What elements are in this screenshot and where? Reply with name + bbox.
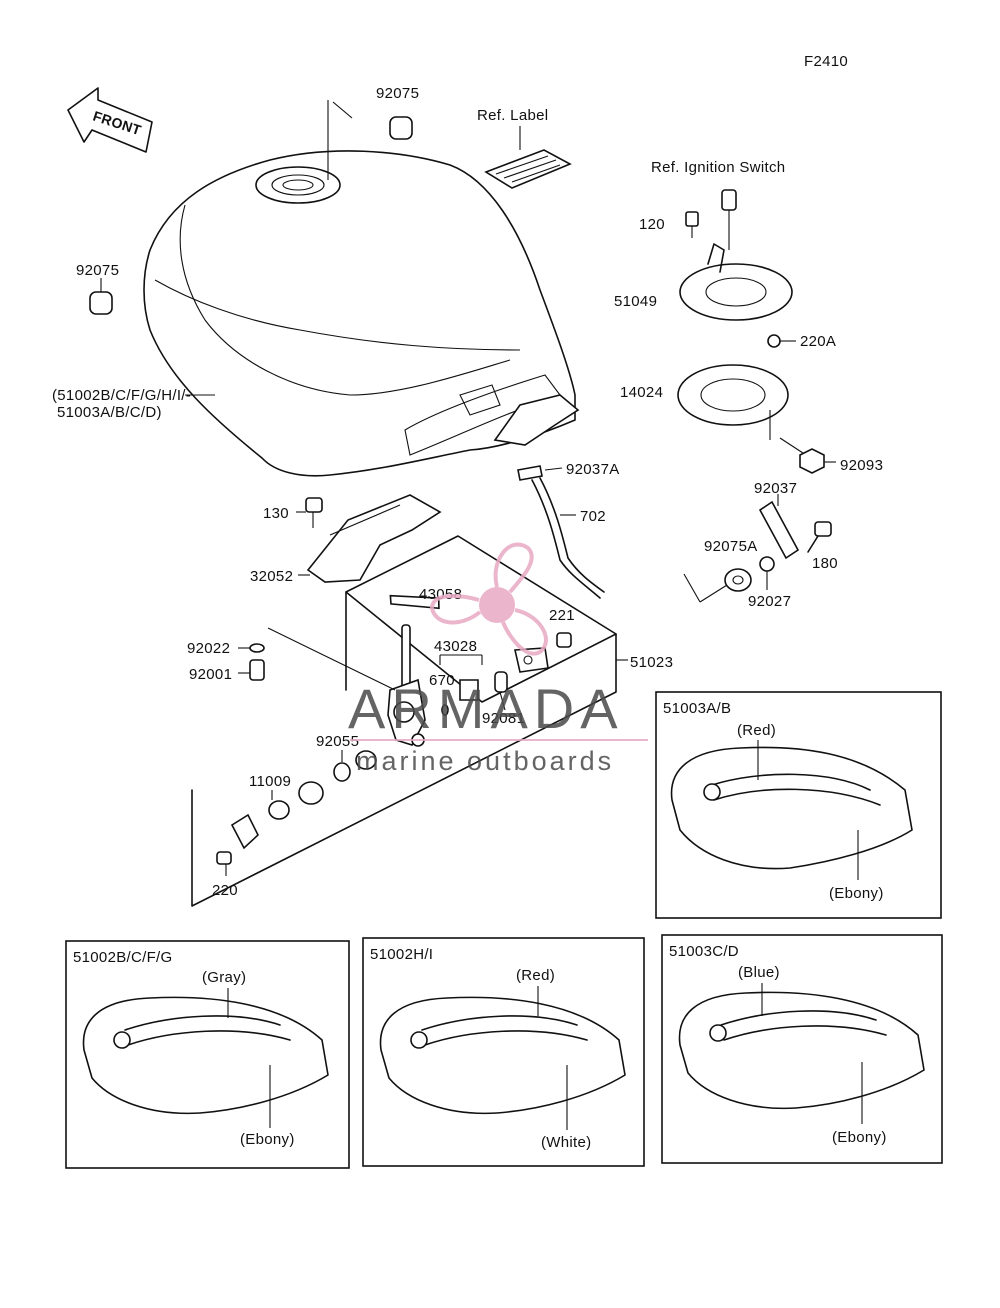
label-ref-ignition: Ref. Ignition Switch [651,159,785,176]
label-43028: 43028 [434,638,477,655]
bracket-32052 [296,494,442,583]
label-221: 221 [549,607,575,624]
watermark-tagline: marine outboards [356,746,614,776]
label-ref-label: Ref. Label [477,107,548,124]
ref-label-part [484,126,572,189]
label-92022: 92022 [187,640,230,657]
panel-code: 51002H/I [370,946,433,963]
tube-702 [517,465,605,599]
label-92001: 92001 [189,666,232,683]
label-130: 130 [263,505,289,522]
armada-watermark: ARMADA marine outboards [348,542,648,776]
cap-base-14024 [677,334,807,456]
nut-92093 [799,448,825,474]
color-panel-51003ab: 51003A/B (Red) (Ebony) [655,691,942,919]
label-51023: 51023 [630,654,673,671]
label-120: 120 [639,216,665,233]
fuel-tank-drawing [143,100,576,477]
label-tank-line2: 51003A/B/C/D) [57,404,162,421]
label-92055: 92055 [316,733,359,750]
panel-stripe-color: (Blue) [738,964,780,981]
panel-code: 51002B/C/F/G [73,949,172,966]
seal-and-screw-parts [216,750,377,876]
label-220a: 220A [800,333,836,350]
fuel-cock-inner-parts [439,632,572,716]
label-670: 670 [429,672,455,689]
panel-body-color: (Ebony) [829,885,884,902]
label-32052: 32052 [250,568,293,585]
label-92027: 92027 [748,593,791,610]
label-180: 180 [812,555,838,572]
color-panel-51002hi: 51002H/I (Red) (White) [362,937,645,1167]
label-tank-line1: (51002B/C/F/G/H/I/- [52,387,191,404]
label-92037: 92037 [754,480,797,497]
fuel-cock-box-51023 [191,535,628,907]
panel-code: 51003A/B [663,700,731,717]
fuel-cap-51049 [679,189,793,321]
cushion-92075-top [389,116,413,140]
label-220: 220 [212,882,238,899]
label-702: 702 [580,508,606,525]
label-92075-left: 92075 [76,262,119,279]
label-92093: 92093 [840,457,883,474]
color-panel-51002bcfg: 51002B/C/F/G (Gray) (Ebony) [65,940,350,1169]
panel-code: 51003C/D [669,943,739,960]
panel-stripe-color: (Red) [737,722,776,739]
tank-bracket [493,394,580,446]
cushion-92075-left [89,291,113,315]
panel-stripe-color: (Red) [516,967,555,984]
washer-and-bolt-92022-92001 [238,627,396,691]
fuel-cock-mount-parts [683,494,832,603]
label-92075-top: 92075 [376,85,419,102]
label-92081: 92081 [482,710,525,727]
panel-body-color: (White) [541,1134,591,1151]
watermark-brand: ARMADA [348,677,624,740]
label-14024: 14024 [620,384,663,401]
propeller-logo-icon [429,542,548,656]
label-11009: 11009 [249,773,291,790]
label-43058: 43058 [419,586,462,603]
label-92037a: 92037A [566,461,620,478]
label-51049: 51049 [614,293,657,310]
panel-body-color: (Ebony) [240,1131,295,1148]
panel-stripe-color: (Gray) [202,969,246,986]
panel-body-color: (Ebony) [832,1129,887,1146]
front-arrow-icon: FRONT [67,87,153,153]
color-panel-51003cd: 51003C/D (Blue) (Ebony) [661,934,943,1164]
fuel-cock-body [387,594,440,747]
label-92075a: 92075A [704,538,758,555]
diagram-code: F2410 [804,53,848,70]
